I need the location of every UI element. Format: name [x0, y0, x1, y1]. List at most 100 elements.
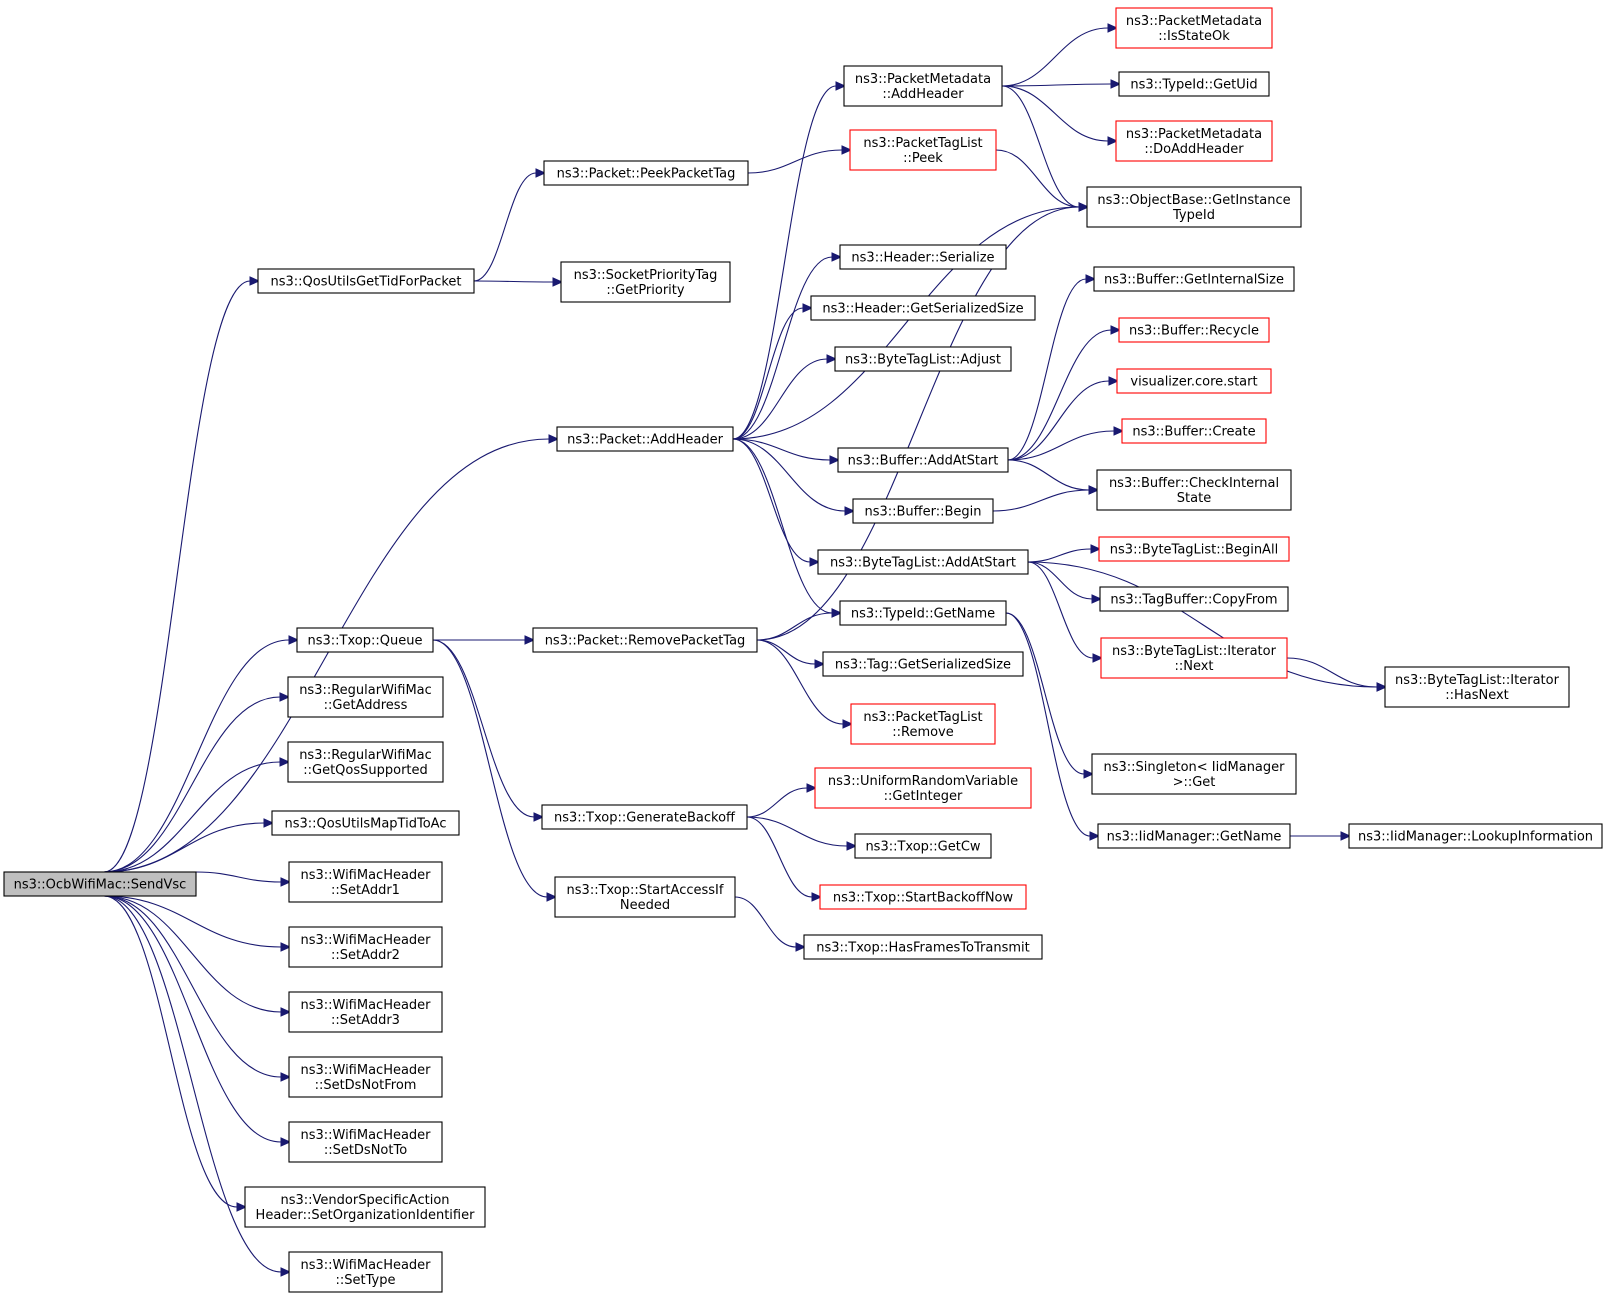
- node-box: [849, 129, 997, 171]
- node-pmdoaddheader[interactable]: ns3::PacketMetadata::DoAddHeader: [1115, 120, 1273, 162]
- node-urvgetint[interactable]: ns3::UniformRandomVariable::GetInteger: [814, 767, 1032, 809]
- node-getaddress[interactable]: ns3::RegularWifiMac::GetAddress: [287, 676, 444, 718]
- node-box: [839, 244, 1007, 270]
- edge-sendvsc-to-addheader: [103, 434, 560, 873]
- edge-queue-to-genbackoff: [432, 639, 545, 822]
- edge-line: [732, 85, 837, 440]
- node-peekpackettag[interactable]: ns3::Packet::PeekPacketTag: [543, 160, 749, 186]
- node-label: ::SetAddr2: [331, 948, 400, 963]
- node-bufaddatstart[interactable]: ns3::Buffer::AddAtStart: [837, 447, 1009, 473]
- node-tagbufcopy[interactable]: ns3::TagBuffer::CopyFrom: [1099, 586, 1289, 612]
- node-hasframes[interactable]: ns3::Txop::HasFramesToTransmit: [803, 934, 1043, 960]
- node-btladdatstart[interactable]: ns3::ByteTagList::AddAtStart: [817, 549, 1029, 575]
- node-label: ns3::Txop::HasFramesToTransmit: [816, 941, 1029, 956]
- node-label: ns3::WifiMacHeader: [300, 998, 431, 1013]
- node-ptlremove[interactable]: ns3::PacketTagList::Remove: [850, 703, 996, 745]
- edge-line: [103, 639, 290, 873]
- node-label: ns3::Txop::GetCw: [865, 840, 980, 855]
- node-hgetser[interactable]: ns3::Header::GetSerializedSize: [810, 295, 1036, 321]
- node-label: ns3::PacketMetadata: [1126, 14, 1262, 29]
- node-setdsnotto[interactable]: ns3::WifiMacHeader::SetDsNotTo: [288, 1121, 443, 1163]
- node-genbackoff[interactable]: ns3::Txop::GenerateBackoff: [541, 804, 748, 830]
- edge-line: [1007, 430, 1115, 461]
- node-settype[interactable]: ns3::WifiMacHeader::SetType: [288, 1251, 443, 1293]
- node-addheader[interactable]: ns3::Packet::AddHeader: [556, 426, 734, 452]
- node-typeidgetuid[interactable]: ns3::TypeId::GetUid: [1118, 71, 1270, 97]
- edge-line: [992, 489, 1090, 512]
- node-label: ::SetType: [336, 1273, 396, 1288]
- arrowhead: [1090, 544, 1102, 554]
- node-box: [543, 160, 749, 186]
- node-iidgetname[interactable]: ns3::IidManager::GetName: [1097, 823, 1291, 849]
- node-bufrecycle[interactable]: ns3::Buffer::Recycle: [1118, 317, 1270, 343]
- node-iidlookup[interactable]: ns3::IidManager::LookupInformation: [1348, 823, 1603, 849]
- node-getqos[interactable]: ns3::RegularWifiMac::GetQosSupported: [287, 741, 444, 783]
- node-sendvsc[interactable]: ns3::OcbWifiMac::SendVsc: [3, 871, 197, 897]
- arrowhead: [1083, 769, 1095, 779]
- edge-addheader-to-btladjust: [732, 354, 838, 440]
- node-taggetser[interactable]: ns3::Tag::GetSerializedSize: [822, 651, 1024, 677]
- node-label: ns3::WifiMacHeader: [300, 933, 431, 948]
- node-getpriority[interactable]: ns3::SocketPriorityTag::GetPriority: [560, 261, 731, 303]
- node-setaddr1[interactable]: ns3::WifiMacHeader::SetAddr1: [288, 861, 443, 903]
- edge-line: [1007, 329, 1112, 461]
- edge-addheader-to-bufbegin: [732, 438, 856, 516]
- node-box: [288, 926, 443, 968]
- node-singletonget[interactable]: ns3::Singleton< IidManager >::Get: [1091, 753, 1297, 795]
- node-pmaddheader[interactable]: ns3::PacketMetadata::AddHeader: [843, 65, 1003, 107]
- node-box: [837, 447, 1009, 473]
- node-label: ::GetInteger: [884, 789, 963, 804]
- node-setdsnotfrom[interactable]: ns3::WifiMacHeader::SetDsNotFrom: [288, 1056, 443, 1098]
- edge-line: [103, 696, 281, 873]
- node-btlithasnext[interactable]: ns3::ByteTagList::Iterator::HasNext: [1384, 666, 1570, 708]
- edge-bufbegin-to-bufcheck: [992, 485, 1100, 512]
- node-setaddr3[interactable]: ns3::WifiMacHeader::SetAddr3: [288, 991, 443, 1033]
- node-box: [288, 991, 443, 1033]
- node-startbackoffnow[interactable]: ns3::Txop::StartBackoffNow: [819, 884, 1027, 910]
- node-bufgetinternal[interactable]: ns3::Buffer::GetInternalSize: [1093, 266, 1295, 292]
- node-btladjust[interactable]: ns3::ByteTagList::Adjust: [834, 346, 1012, 372]
- node-qosget[interactable]: ns3::QosUtilsGetTidForPacket: [257, 268, 475, 294]
- node-bufcreate[interactable]: ns3::Buffer::Create: [1121, 418, 1267, 444]
- arrowhead: [1089, 831, 1101, 841]
- node-box: [288, 1056, 443, 1098]
- node-removepackettag[interactable]: ns3::Packet::RemovePacketTag: [532, 627, 758, 653]
- edge-addheader-to-objgetinstance: [732, 202, 1090, 440]
- edge-peekpackettag-to-ptlpeek: [747, 145, 853, 174]
- edge-line: [732, 307, 804, 440]
- node-label: ns3::Buffer::AddAtStart: [848, 454, 999, 469]
- node-btlbeginall[interactable]: ns3::ByteTagList::BeginAll: [1098, 536, 1290, 562]
- arrowhead: [844, 506, 856, 516]
- node-pmisstateok[interactable]: ns3::PacketMetadata::IsStateOk: [1115, 7, 1273, 49]
- arrowhead: [835, 81, 847, 91]
- node-typeidgetname[interactable]: ns3::TypeId::GetName: [839, 600, 1007, 626]
- node-label: ns3::Tag::GetSerializedSize: [835, 658, 1011, 673]
- node-txopgetcw[interactable]: ns3::Txop::GetCw: [854, 833, 992, 859]
- node-label: ns3::Txop::StartBackoffNow: [833, 891, 1014, 906]
- node-setaddr2[interactable]: ns3::WifiMacHeader::SetAddr2: [288, 926, 443, 968]
- node-maptid[interactable]: ns3::QosUtilsMapTidToAc: [271, 810, 460, 836]
- node-label: ns3::ByteTagList::BeginAll: [1110, 543, 1278, 558]
- node-box: [1115, 120, 1273, 162]
- edge-line: [1005, 612, 1091, 837]
- node-label: ns3::Buffer::GetInternalSize: [1104, 273, 1284, 288]
- node-ptlpeek[interactable]: ns3::PacketTagList::Peek: [849, 129, 997, 171]
- node-label: ns3::WifiMacHeader: [300, 1258, 431, 1273]
- node-btlitnext[interactable]: ns3::ByteTagList::Iterator::Next: [1100, 637, 1288, 679]
- node-queue[interactable]: ns3::Txop::Queue: [296, 627, 434, 653]
- arrowhead: [1110, 325, 1122, 335]
- arrowhead: [846, 841, 858, 851]
- node-vizstart[interactable]: visualizer.core.start: [1116, 368, 1272, 394]
- node-setorg[interactable]: ns3::VendorSpecificActionHeader::SetOrga…: [244, 1186, 486, 1228]
- node-label: ::SetAddr3: [331, 1013, 400, 1028]
- node-bufbegin[interactable]: ns3::Buffer::Begin: [852, 498, 994, 524]
- node-hserialize[interactable]: ns3::Header::Serialize: [839, 244, 1007, 270]
- edge-removepackettag-to-ptlremove: [756, 639, 854, 729]
- node-label: ns3::Txop::GenerateBackoff: [554, 811, 736, 826]
- edge-btladdatstart-to-btlitnext: [1027, 561, 1104, 663]
- node-box: [287, 676, 444, 718]
- node-box: [1348, 823, 1603, 849]
